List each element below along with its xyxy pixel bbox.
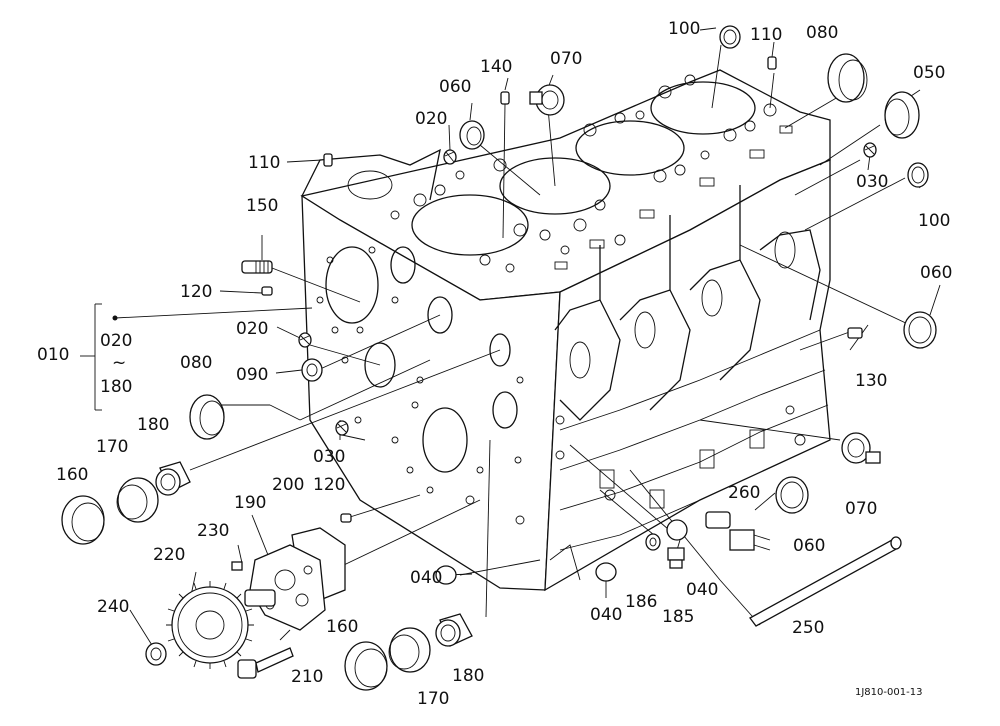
callout-140: 140 <box>480 57 512 77</box>
callout-040-front: 040 <box>410 568 442 588</box>
part-220-gear <box>166 581 276 669</box>
callout-190: 190 <box>234 493 266 513</box>
callout-010-range-end: 180 <box>100 377 132 397</box>
callout-120-upper: 120 <box>180 282 212 302</box>
part-040-plug-right <box>666 519 688 541</box>
callout-100-right: 100 <box>918 211 950 231</box>
callout-070-top: 070 <box>550 49 582 69</box>
part-020-plug-top <box>443 149 457 165</box>
part-240-nut <box>145 642 167 666</box>
part-186-washer <box>645 533 661 551</box>
part-210-bolt <box>237 647 294 679</box>
part-140-dowel <box>500 91 510 105</box>
part-230-key <box>231 561 243 571</box>
callout-170-left: 170 <box>96 437 128 457</box>
callout-260: 260 <box>728 483 760 503</box>
callout-180-left: 180 <box>137 415 169 435</box>
callout-labels: 100 110 080 050 140 070 060 020 110 030 … <box>37 19 952 709</box>
callout-110-top: 110 <box>750 25 782 45</box>
callout-200: 200 <box>272 475 304 495</box>
reference-dot <box>112 315 118 321</box>
part-160-bushing-left <box>61 495 105 545</box>
callout-080-top: 080 <box>806 23 838 43</box>
part-260-oil-switch <box>705 511 771 551</box>
callout-170-bottom: 170 <box>417 689 449 709</box>
callout-090: 090 <box>236 365 268 385</box>
part-030-plug-front <box>335 420 349 436</box>
callout-160-left: 160 <box>56 465 88 485</box>
part-060-plug-right <box>903 311 937 349</box>
part-150-stud <box>241 260 273 274</box>
callout-150: 150 <box>246 196 278 216</box>
part-180-bushing-left <box>155 461 191 496</box>
callout-030-right: 030 <box>856 172 888 192</box>
leader-lines <box>80 27 941 651</box>
part-185-plug <box>667 547 685 569</box>
callout-040-right: 040 <box>686 580 718 600</box>
part-020-plug-front <box>298 332 312 348</box>
part-080-plug-left <box>189 394 225 440</box>
callout-020-top: 020 <box>415 109 447 129</box>
callout-060-lower: 060 <box>793 536 825 556</box>
part-160-bushing-bottom <box>344 641 388 691</box>
callout-060-right: 060 <box>920 263 952 283</box>
range-tilde: ~ <box>112 353 126 373</box>
part-120-pin-lower <box>340 513 352 523</box>
callout-185: 185 <box>662 607 694 627</box>
callout-240: 240 <box>97 597 129 617</box>
part-130-pin <box>847 327 863 339</box>
drawing-code: 1J810-001-13 <box>855 687 922 698</box>
part-180-bushing-bottom <box>435 613 473 647</box>
part-070-plug-right <box>841 432 881 464</box>
callout-250: 250 <box>792 618 824 638</box>
part-060-plug <box>459 120 485 150</box>
callout-180-bottom: 180 <box>452 666 484 686</box>
callout-210: 210 <box>291 667 323 687</box>
callout-070-right: 070 <box>845 499 877 519</box>
callout-020-front: 020 <box>236 319 268 339</box>
part-100-top-seal <box>719 25 741 49</box>
callout-010: 010 <box>37 345 69 365</box>
callout-160-bottom: 160 <box>326 617 358 637</box>
part-040-plug-front <box>435 565 457 585</box>
part-110-dowel <box>767 56 777 70</box>
part-090-bushing <box>301 358 323 382</box>
part-100-seal-right <box>907 162 929 188</box>
callout-220: 220 <box>153 545 185 565</box>
part-040-plug-bottom <box>595 562 617 582</box>
part-030-plug-top <box>863 142 877 158</box>
cylinder-block <box>300 69 831 592</box>
part-170-bushing-left <box>116 477 159 523</box>
callout-230: 230 <box>197 521 229 541</box>
callout-010-range-start: 020 <box>100 331 132 351</box>
callout-030-front: 030 <box>313 447 345 467</box>
callout-100-top: 100 <box>668 19 700 39</box>
part-050-cover <box>884 91 920 139</box>
part-080-plug <box>827 53 868 103</box>
part-070-plug <box>529 84 565 116</box>
part-190-oil-pump <box>249 544 326 631</box>
callout-060-top: 060 <box>439 77 471 97</box>
callout-130: 130 <box>855 371 887 391</box>
callout-050: 050 <box>913 63 945 83</box>
part-060-plug-lower <box>775 476 809 514</box>
callout-080-left: 080 <box>180 353 212 373</box>
part-170-bushing-bottom <box>388 627 431 673</box>
callout-110-left: 110 <box>248 153 280 173</box>
part-250-dipstick-tube <box>749 536 902 627</box>
callout-120-lower: 120 <box>313 475 345 495</box>
callout-040-bottom: 040 <box>590 605 622 625</box>
callout-186: 186 <box>625 592 657 612</box>
part-110-dowel-left <box>323 153 333 167</box>
part-120-pin-upper <box>261 286 273 296</box>
